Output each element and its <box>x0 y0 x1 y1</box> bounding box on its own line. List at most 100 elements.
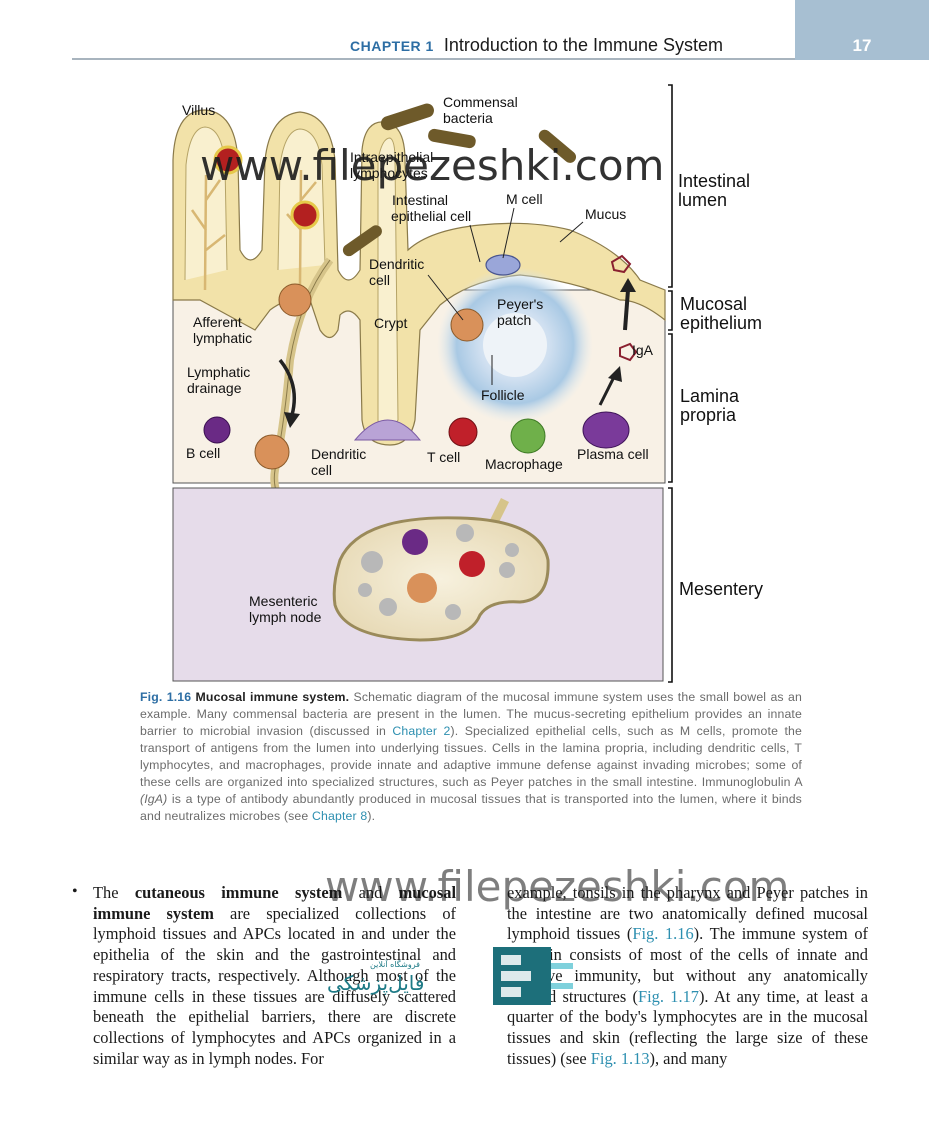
lymphatic-drainage-arrowhead <box>284 412 300 428</box>
m-cell <box>485 254 521 276</box>
caption-link-chapter-8[interactable]: Chapter 8 <box>311 809 368 823</box>
dendritic-cell <box>278 283 312 317</box>
label-t-cell: T cell <box>427 449 460 465</box>
body-column-left: The cutaneous immune system and mucosal … <box>93 883 456 1069</box>
intraepithelial-lymphocyte <box>213 145 243 175</box>
label-peyers-patch: patch <box>497 312 531 328</box>
bracket-mesentery <box>668 487 673 683</box>
iga-arrow <box>598 374 617 406</box>
region-label: Mesentery <box>679 579 763 599</box>
region-label: Lamina <box>680 386 740 406</box>
pointer-line <box>502 207 515 259</box>
body-text: ). The immune system of the skin consist… <box>507 924 868 1006</box>
header-rule <box>72 58 795 60</box>
node-follicle <box>505 543 519 557</box>
figure-caption: Fig. 1.16 Mucosal immune system. Schemat… <box>140 689 802 825</box>
logo-mark <box>551 983 573 989</box>
label-intestinal-epithelial-cell: epithelial cell <box>391 208 471 224</box>
macrophage <box>510 418 546 454</box>
label-lymphatic-drainage: Lymphatic <box>187 364 250 380</box>
link-fig-1-17[interactable]: Fig. 1.17 <box>637 986 699 1006</box>
label-intraepithelial: Intraepithelial <box>350 149 433 165</box>
figure-number: Fig. 1.16 <box>140 690 192 704</box>
node-t-cell <box>459 551 485 577</box>
bacterium <box>538 129 577 163</box>
label-peyers-patch: Peyer's <box>497 296 543 312</box>
body-term: cutaneous immune system <box>134 883 343 902</box>
pointer-line <box>427 274 464 321</box>
label-macrophage: Macrophage <box>485 456 563 472</box>
iga-antibody <box>619 342 638 362</box>
label-dendritic-cell: Dendritic <box>311 446 366 462</box>
label-plasma-cell: Plasma cell <box>577 446 649 462</box>
node-follicle <box>361 551 383 573</box>
lymphatic-drainage-arrow <box>278 358 296 416</box>
bullet-marker: • <box>72 883 78 900</box>
label-mucus: Mucus <box>585 206 626 222</box>
chapter-label: CHAPTER 1 <box>350 38 434 54</box>
node-follicle <box>358 583 372 597</box>
chapter-title: Introduction to the Immune System <box>443 35 723 55</box>
logo-mark <box>501 971 531 981</box>
body-term: mucosal immune system <box>93 883 456 923</box>
pointer-line <box>559 221 584 243</box>
label-commensal: bacteria <box>443 110 493 126</box>
bacterium <box>428 128 476 149</box>
region-label: Intestinal <box>678 171 750 191</box>
label-crypt: Crypt <box>374 315 408 331</box>
mucosal-immune-figure: Intestinal lumen Mucosal epithelium Lami… <box>172 84 763 683</box>
region-label: epithelium <box>680 313 762 333</box>
logo-mark <box>501 987 521 997</box>
label-dendritic-cell: cell <box>311 462 332 478</box>
running-header: CHAPTER 1 Introduction to the Immune Syst… <box>350 35 723 56</box>
iga-arrowhead <box>608 366 622 382</box>
logo-mark <box>501 955 521 965</box>
label-lymphatic-drainage: drainage <box>187 380 242 396</box>
label-follicle: Follicle <box>481 387 525 403</box>
watermark-logo: فروشگاه آنلاین فایل‌پزشکی <box>327 947 573 1005</box>
region-label: Mucosal <box>680 294 747 314</box>
body-text: are specialized collections of lymphoid … <box>93 903 456 1068</box>
node-follicle <box>499 562 515 578</box>
caption-iga: (IgA) <box>140 792 168 806</box>
page-number: 17 <box>852 36 872 55</box>
dendritic-cell <box>254 434 290 470</box>
bracket-lamina-propria <box>668 333 673 483</box>
label-mesenteric-lymph-node: lymph node <box>249 609 322 625</box>
iga-antibody <box>610 254 632 274</box>
body-text: ), and many <box>649 1048 728 1068</box>
bacterium <box>380 103 434 131</box>
t-cell <box>448 417 478 447</box>
label-commensal: Commensal <box>443 94 518 110</box>
bracket-mucosal-epithelium <box>668 290 673 331</box>
label-iga: IgA <box>632 342 654 358</box>
link-fig-1-16[interactable]: Fig. 1.16 <box>632 924 694 944</box>
link-fig-1-13[interactable]: Fig. 1.13 <box>590 1048 650 1068</box>
node-follicle <box>379 598 397 616</box>
label-intraepithelial: lymphocytes <box>350 165 428 181</box>
body-text: ). At any time, at least a quarter of th… <box>507 986 868 1068</box>
caption-text: ). <box>367 809 376 823</box>
iga-arrow <box>623 289 630 331</box>
body-text: and <box>358 883 383 902</box>
figure-title: Mucosal immune system. <box>195 690 350 704</box>
follicle-center <box>483 313 547 377</box>
region-label: lumen <box>678 190 727 210</box>
label-villus: Villus <box>182 102 215 118</box>
label-afferent-lymphatic: lymphatic <box>193 330 252 346</box>
node-dendritic-cell <box>407 573 437 603</box>
crypt-base <box>353 419 422 441</box>
body-text: The <box>93 883 119 902</box>
logo-wordmark: فایل‌پزشکی <box>327 971 424 996</box>
dendritic-cell <box>450 308 484 342</box>
logo-mark <box>551 963 573 969</box>
caption-text: ). Specialized epithelial cells, such as… <box>140 724 802 789</box>
node-follicle <box>445 604 461 620</box>
page-number-box: 17 <box>795 0 929 60</box>
label-dendritic-cell: cell <box>369 272 390 288</box>
b-cell <box>203 416 231 444</box>
caption-text: is a type of antibody abundantly produce… <box>140 792 802 823</box>
label-mesenteric-lymph-node: Mesenteric <box>249 593 317 609</box>
watermark-text: www.filepezeshki.com <box>325 862 790 911</box>
caption-link-chapter-2[interactable]: Chapter 2 <box>392 724 451 738</box>
